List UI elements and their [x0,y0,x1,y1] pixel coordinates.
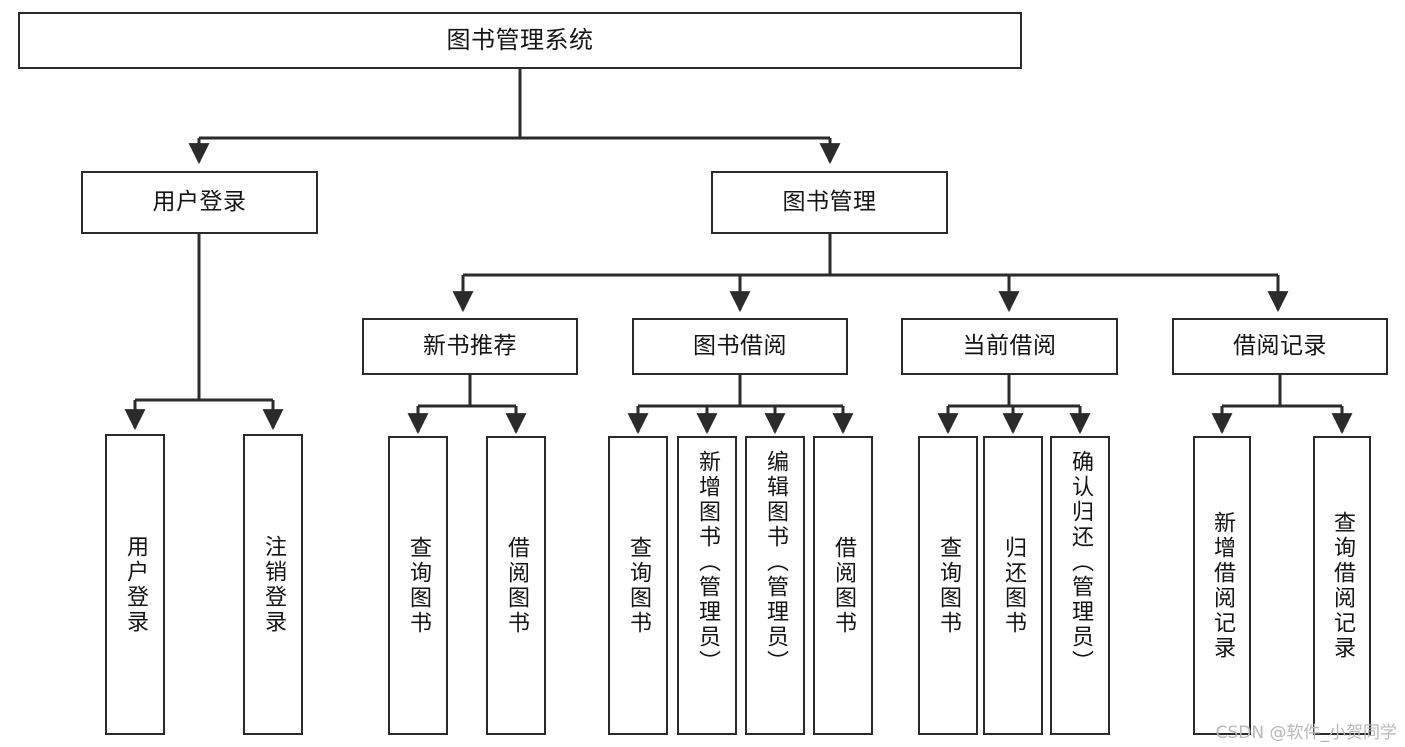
node-label: 借阅图书 [831,535,856,636]
node-book-borrowing[interactable]: 图书借阅 [632,318,848,375]
leaf-borrow-add-book-admin[interactable]: 新增图书（管理员） [677,436,737,735]
node-label: 新书推荐 [423,332,517,359]
leaf-current-confirm-return-admin[interactable]: 确认归还（管理员） [1050,436,1110,735]
leaf-current-return-book[interactable]: 归还图书 [983,436,1043,735]
node-label: 当前借阅 [962,332,1057,359]
leaf-user-login[interactable]: 用户登录 [105,434,165,735]
node-label: 确认归还（管理员） [1068,450,1093,675]
node-label: 新增借阅记录 [1210,510,1235,661]
leaf-borrow-borrow-book[interactable]: 借阅图书 [813,436,873,735]
node-label: 借阅记录 [1233,332,1327,359]
node-borrow-records[interactable]: 借阅记录 [1172,318,1388,375]
node-label: 查询借阅记录 [1330,510,1355,661]
leaf-user-logout[interactable]: 注销登录 [243,434,303,735]
node-label: 注销登录 [261,534,286,635]
leaf-current-query-book[interactable]: 查询图书 [918,436,978,735]
leaf-recommend-borrow-book[interactable]: 借阅图书 [486,436,546,735]
node-label: 用户登录 [152,188,247,215]
node-label: 查询图书 [936,535,961,636]
leaf-recommend-query-book[interactable]: 查询图书 [388,436,448,735]
node-label: 编辑图书（管理员） [763,450,788,675]
node-label: 图书借阅 [693,332,787,359]
leaf-record-query-borrow-record[interactable]: 查询借阅记录 [1313,436,1371,735]
node-new-book-recommendation[interactable]: 新书推荐 [362,318,578,375]
node-label: 归还图书 [1001,535,1026,636]
node-root-book-management-system[interactable]: 图书管理系统 [18,12,1022,69]
node-label: 用户登录 [123,534,148,635]
node-label: 图书管理 [782,188,877,215]
leaf-record-add-borrow-record[interactable]: 新增借阅记录 [1193,436,1251,735]
node-label: 查询图书 [406,535,431,636]
node-label: 查询图书 [626,535,651,636]
node-label: 图书管理系统 [446,26,594,55]
node-current-borrowing[interactable]: 当前借阅 [901,318,1118,375]
node-book-management[interactable]: 图书管理 [711,171,948,234]
leaf-borrow-edit-book-admin[interactable]: 编辑图书（管理员） [745,436,805,735]
leaf-borrow-query-book[interactable]: 查询图书 [608,436,668,735]
node-label: 借阅图书 [504,535,529,636]
node-user-login[interactable]: 用户登录 [81,171,318,234]
node-label: 新增图书（管理员） [695,450,720,675]
